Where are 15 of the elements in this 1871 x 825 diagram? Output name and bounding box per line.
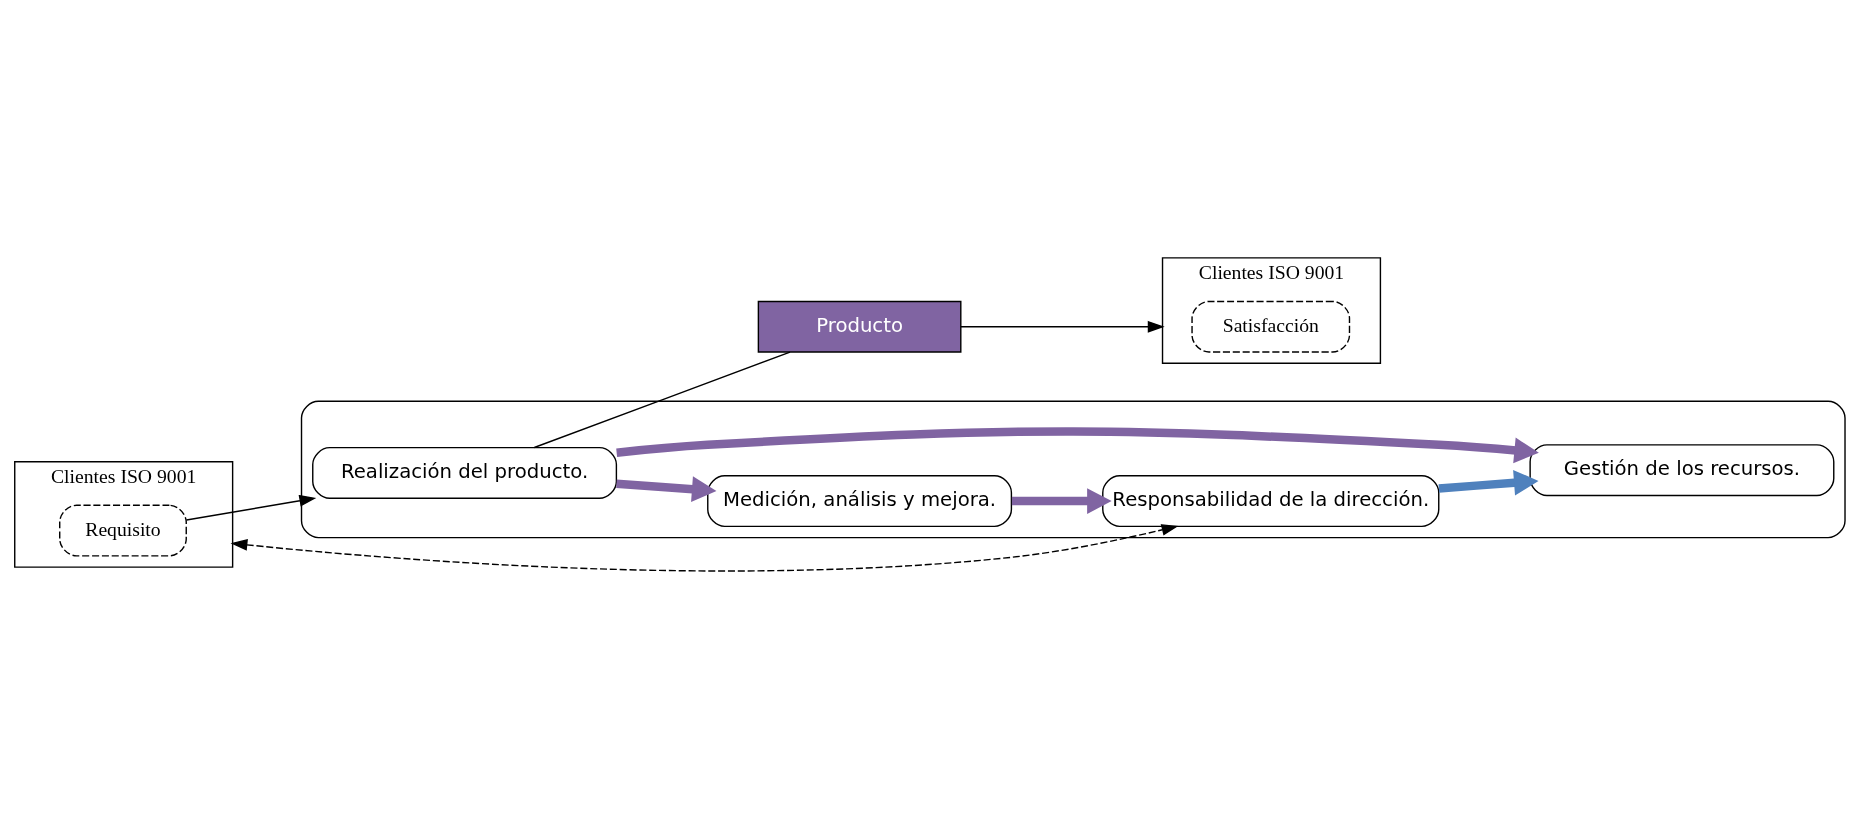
arrow xyxy=(1011,488,1112,514)
node-box: Realización del producto. xyxy=(312,446,618,499)
connector xyxy=(533,351,791,449)
arrow xyxy=(616,427,1539,464)
arrow xyxy=(185,494,317,521)
node-box: Medición, análisis y mejora. xyxy=(707,475,1013,528)
node-box: Responsabilidad de la dirección. xyxy=(1102,475,1440,528)
arrow xyxy=(616,476,717,502)
node-box: Gestión de los recursos. xyxy=(1529,444,1835,497)
node-box: Producto xyxy=(757,300,962,353)
arrow xyxy=(960,320,1165,333)
arrow xyxy=(230,524,1179,572)
node-box: Satisfacción xyxy=(1191,300,1351,353)
arrow xyxy=(1438,469,1539,496)
node-box: Requisito xyxy=(59,504,187,557)
